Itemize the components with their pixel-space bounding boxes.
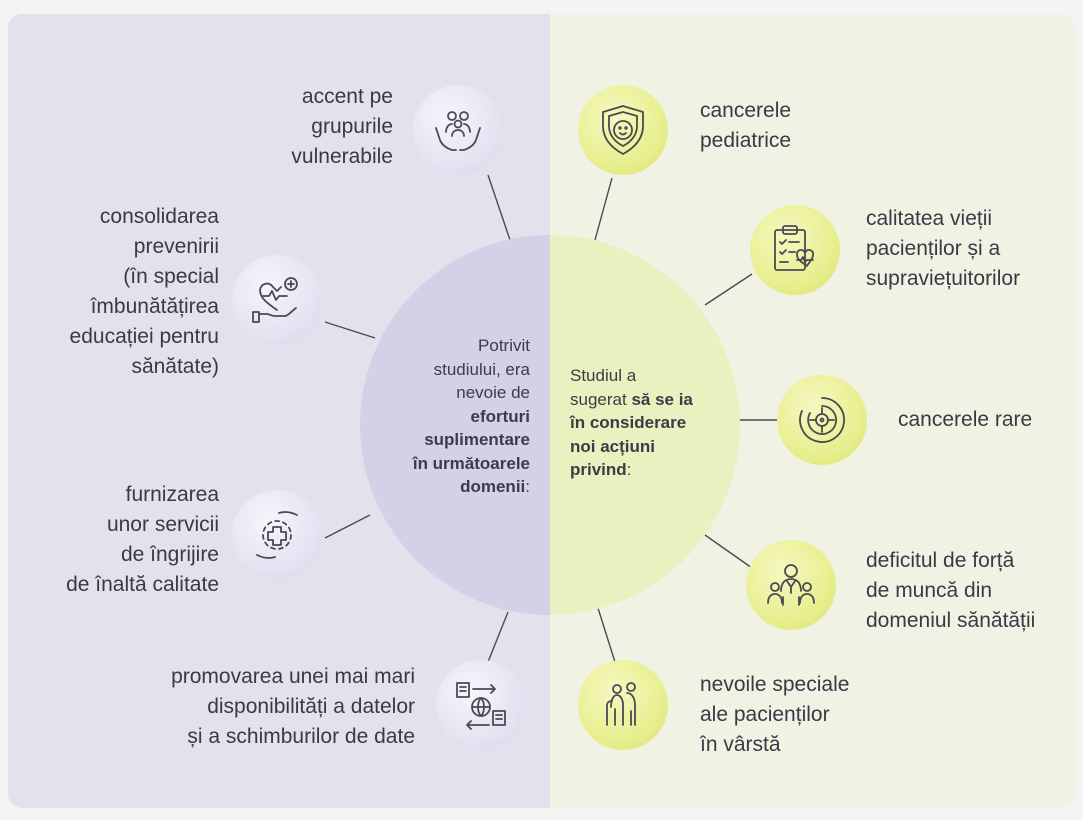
- connector-vulnerable: [487, 174, 511, 241]
- connector-prevention: [324, 321, 376, 339]
- connector-elderly: [596, 604, 616, 663]
- center-circle-right: [550, 235, 740, 615]
- connector-data: [487, 611, 509, 663]
- health-workers-icon: [746, 540, 836, 630]
- center-text-right: Studiul a sugerat să se ia în considerar…: [570, 366, 693, 479]
- hands-group-icon: [413, 85, 503, 175]
- heart-hand-icon: [232, 255, 322, 345]
- connector-pediatric: [594, 177, 613, 241]
- label-rare-cancers: cancerele rare: [898, 408, 1033, 431]
- label-elderly-patients: nevoile speciale ale pacienților în vârs…: [700, 673, 850, 756]
- elderly-couple-icon: [578, 660, 668, 750]
- child-shield-icon: [578, 85, 668, 175]
- label-quality-of-life: calitatea vieții pacienților și a suprav…: [866, 207, 1021, 290]
- target-icon: [777, 375, 867, 465]
- connector-quality-care: [324, 514, 371, 539]
- label-prevention: consolidarea prevenirii (în special îmbu…: [69, 205, 219, 378]
- connector-workforce: [704, 534, 753, 569]
- center-text-left: Potrivit studiului, era nevoie de efortu…: [412, 336, 530, 496]
- connector-quality-life: [704, 273, 753, 306]
- label-workforce-shortage: deficitul de forță de muncă din domeniul…: [866, 549, 1036, 632]
- label-quality-care: furnizarea unor servicii de îngrijire de…: [66, 483, 219, 596]
- label-vulnerable-groups: accent pe grupurile vulnerabile: [291, 85, 393, 168]
- label-data-availability: promovarea unei mai mari disponibilități…: [171, 665, 415, 748]
- data-exchange-icon: [436, 660, 526, 750]
- care-hands-cross-icon: [232, 490, 322, 580]
- center-circle-left: [360, 235, 550, 615]
- clipboard-heart-icon: [750, 205, 840, 295]
- label-pediatric-cancers: cancerele pediatrice: [700, 99, 792, 152]
